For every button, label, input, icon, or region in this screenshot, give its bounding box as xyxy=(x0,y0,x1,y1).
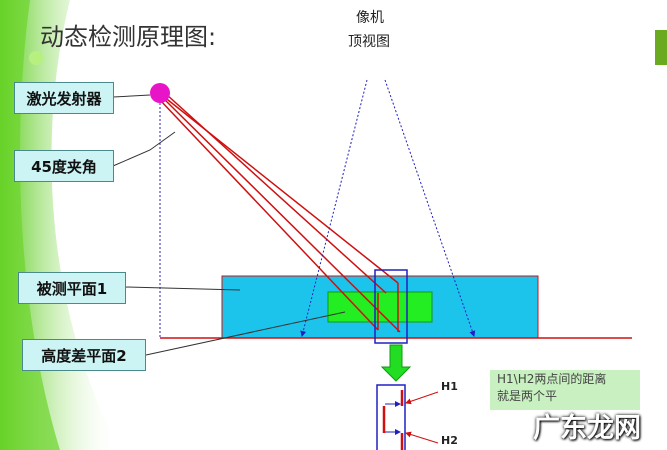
detail-frame xyxy=(374,269,408,344)
camera-label-2: 顶视图 xyxy=(348,34,390,50)
label-laser-emitter: 激光发射器 xyxy=(14,82,114,114)
laser-emitter-icon xyxy=(150,83,170,103)
label-plane-2: 高度差平面2 xyxy=(22,339,146,371)
laser-beams xyxy=(159,93,401,333)
label-plane-1: 被测平面1 xyxy=(18,272,126,304)
note-line-2: 就是两个平 xyxy=(497,389,558,403)
label-45-degree: 45度夹角 xyxy=(14,150,114,182)
page-title: 动态检测原理图: xyxy=(40,23,217,51)
camera-view-left xyxy=(300,79,368,337)
down-arrow-icon xyxy=(380,344,412,382)
detail-profile xyxy=(382,390,404,450)
label-h1: H1 xyxy=(441,380,458,393)
side-bar xyxy=(655,30,667,65)
note-box xyxy=(490,370,640,410)
bubble-decoration xyxy=(29,51,43,65)
camera-view-right xyxy=(384,79,476,337)
note-line-1: H1\H2两点间的距离 xyxy=(497,372,607,386)
detail-dimensions xyxy=(385,401,401,435)
label-h2: H2 xyxy=(441,434,458,447)
height-plane-2 xyxy=(327,291,433,323)
watermark: 广东龙网 xyxy=(533,413,641,444)
detail-zoom-frame xyxy=(376,384,406,450)
camera-label-1: 像机 xyxy=(356,10,384,26)
